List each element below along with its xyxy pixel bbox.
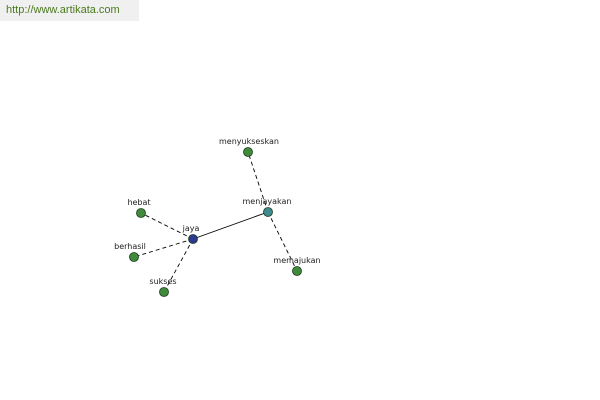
- node-circle-sukses[interactable]: [159, 287, 169, 297]
- node-label-menjayakan[interactable]: menjayakan: [242, 197, 291, 206]
- node-berhasil[interactable]: berhasil: [114, 242, 146, 262]
- node-label-jaya[interactable]: jaya: [182, 224, 200, 233]
- node-circle-menjayakan[interactable]: [263, 207, 273, 217]
- edge-jaya-hebat: [140, 212, 194, 240]
- node-label-menyukseskan[interactable]: menyukseskan: [219, 137, 279, 146]
- node-circle-memajukan[interactable]: [292, 266, 302, 276]
- edge-menjayakan-menyukseskan: [247, 151, 269, 213]
- edges-layer: [133, 151, 298, 293]
- nodes-layer: jaya menjayakan menyukseskan memajukan hebat…: [114, 137, 321, 297]
- node-circle-hebat[interactable]: [136, 208, 146, 218]
- node-menyukseskan[interactable]: menyukseskan: [219, 137, 279, 157]
- node-memajukan[interactable]: memajukan: [273, 256, 321, 276]
- site-url[interactable]: http://www.artikata.com: [6, 4, 120, 16]
- node-jaya[interactable]: jaya: [182, 224, 200, 244]
- edge-menjayakan-memajukan: [267, 211, 298, 272]
- edge-jaya-sukses: [163, 238, 194, 293]
- node-hebat[interactable]: hebat: [127, 198, 151, 218]
- node-sukses[interactable]: sukses: [149, 277, 177, 297]
- edge-jaya-berhasil: [133, 238, 194, 258]
- node-label-hebat[interactable]: hebat: [127, 198, 150, 207]
- node-circle-jaya[interactable]: [188, 234, 198, 244]
- node-circle-menyukseskan[interactable]: [243, 147, 253, 157]
- node-label-memajukan[interactable]: memajukan: [273, 256, 320, 265]
- node-label-sukses[interactable]: sukses: [149, 277, 176, 286]
- node-menjayakan[interactable]: menjayakan: [242, 197, 292, 217]
- url-bar: http://www.artikata.com: [0, 0, 139, 21]
- node-circle-berhasil[interactable]: [129, 252, 139, 262]
- node-label-berhasil[interactable]: berhasil: [114, 242, 146, 251]
- edge-jaya-menjayakan: [192, 211, 269, 240]
